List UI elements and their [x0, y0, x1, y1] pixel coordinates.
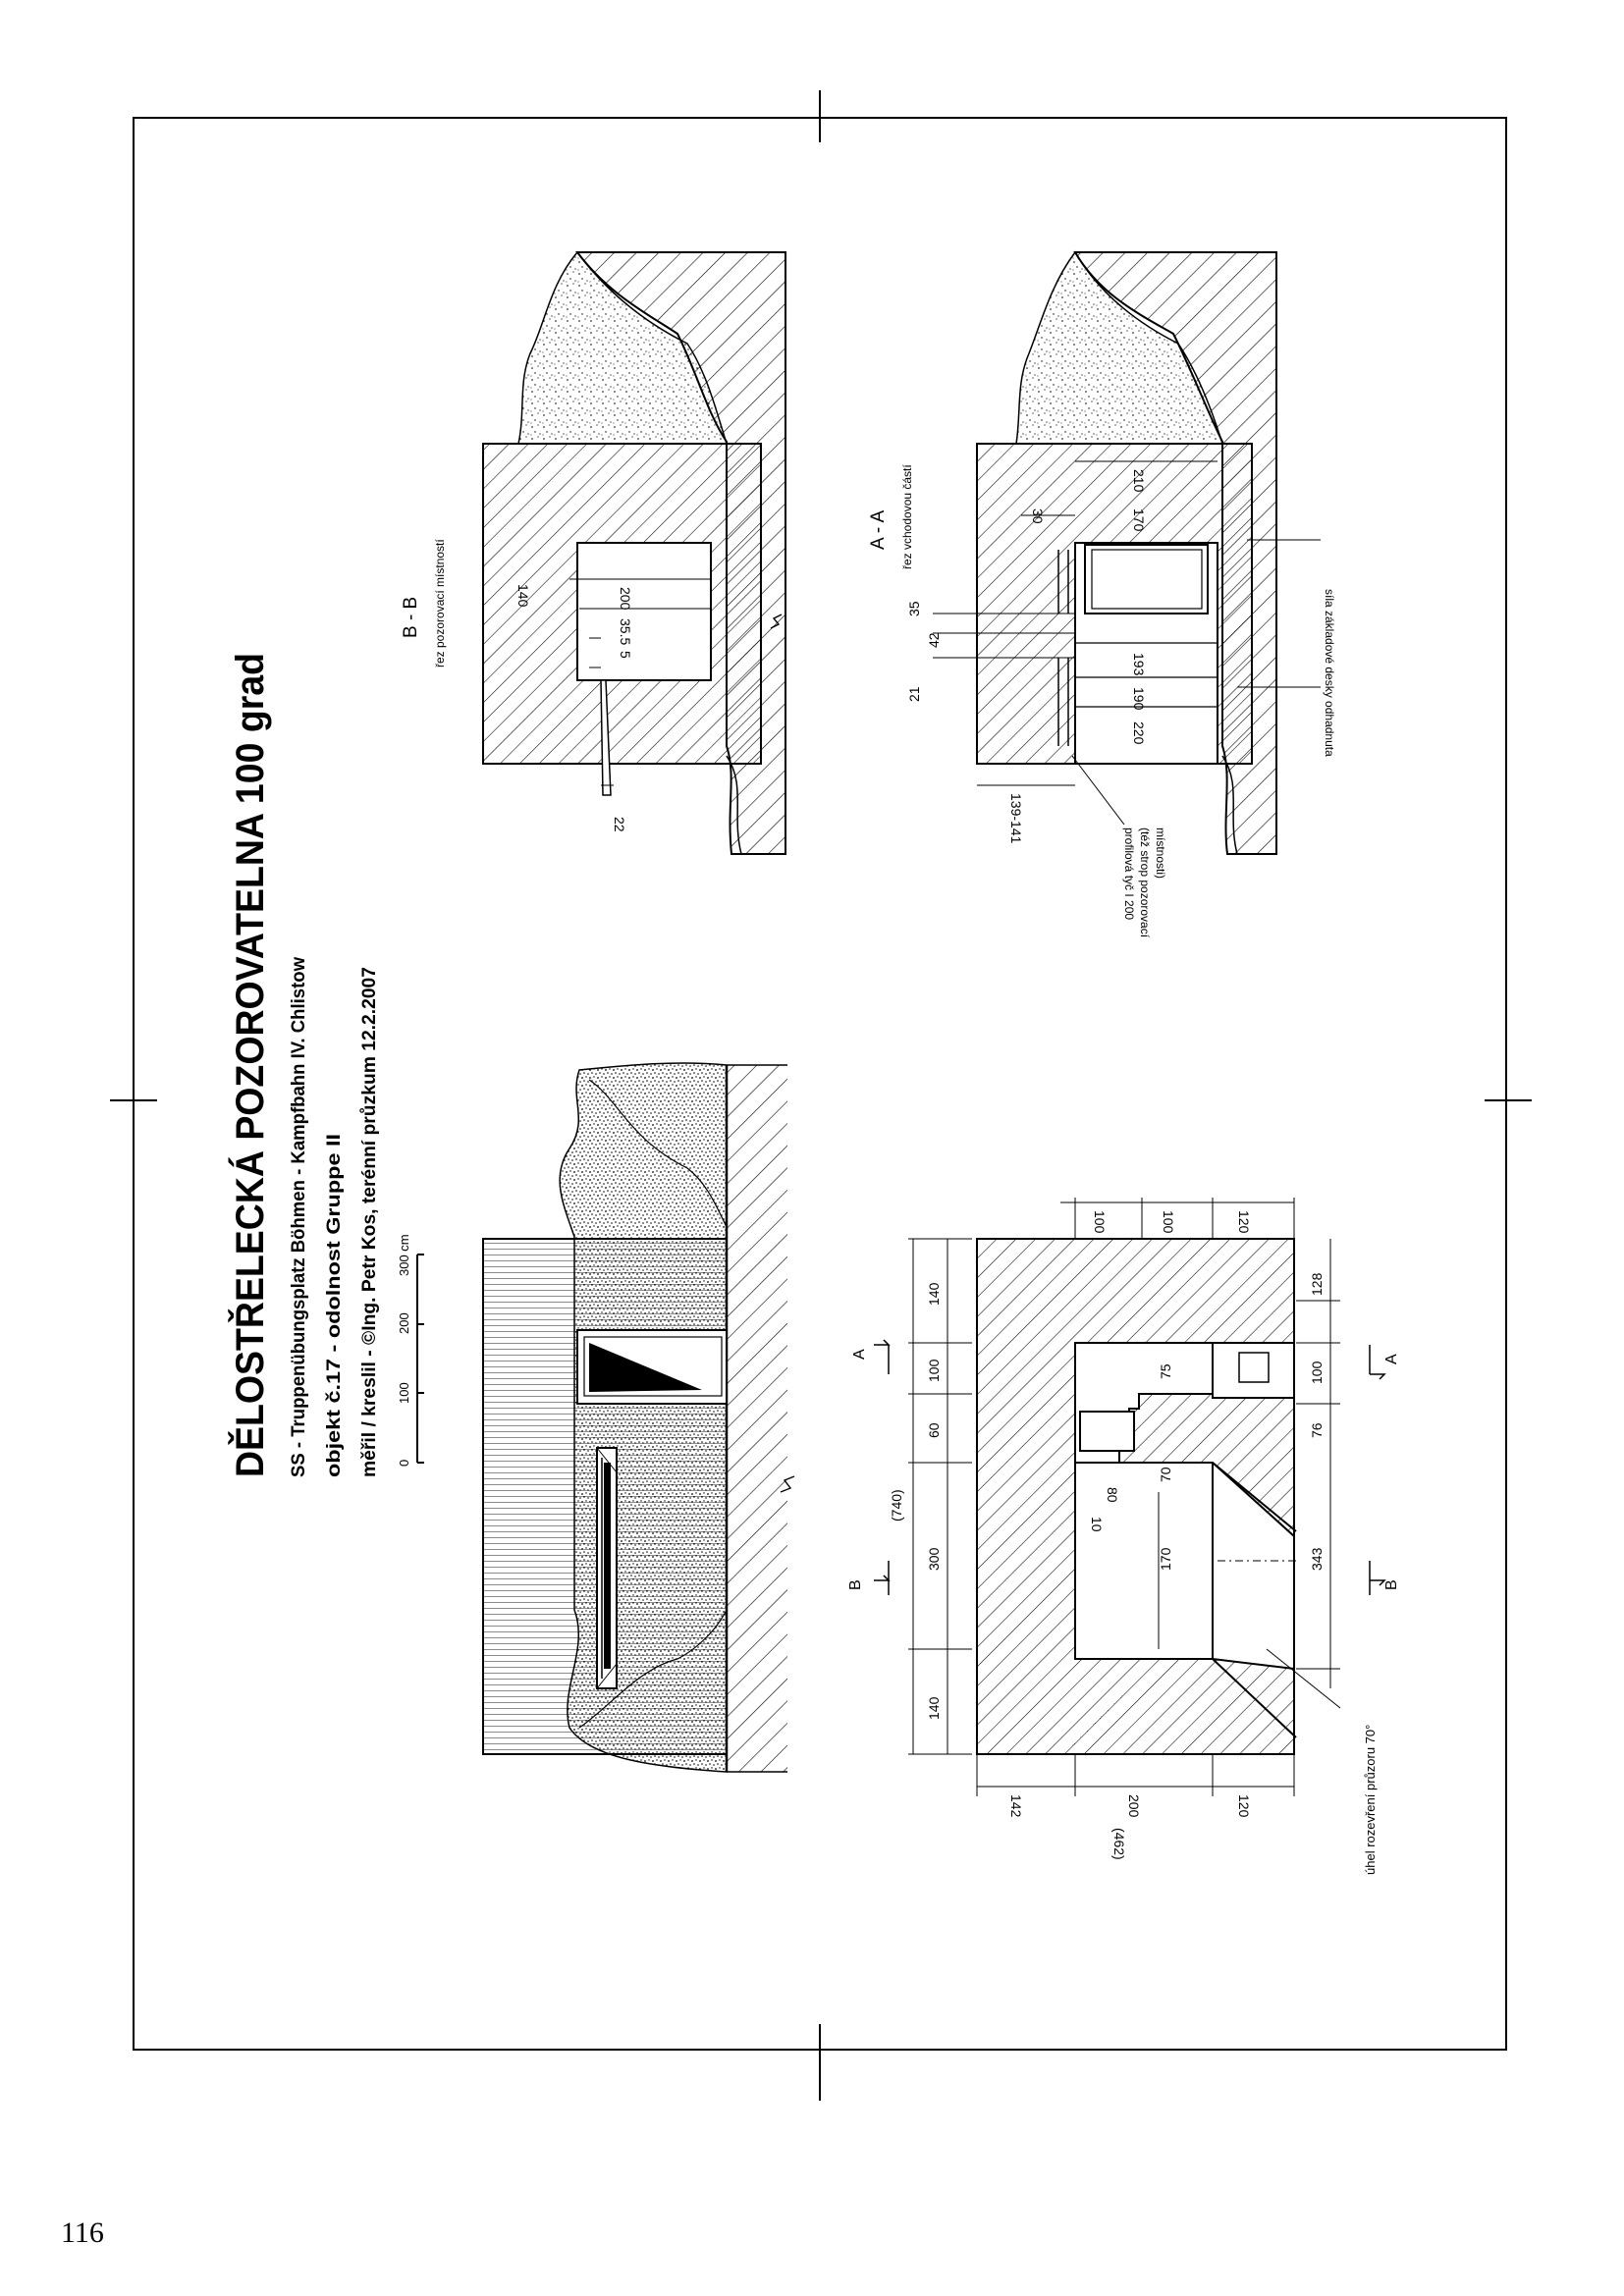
plan-note-angle: úhel rozevření průzoru 70° [1363, 1725, 1378, 1875]
plan-left-overall-462: (462) [1111, 1828, 1127, 1860]
aa-note-beam-2: (též strop pozorovací [1138, 828, 1152, 938]
section-marker-b-top: B [847, 1561, 891, 1595]
section-marker-b-bottom: B [1369, 1561, 1400, 1595]
plan-bottom-dim-343: 343 [1309, 1547, 1325, 1571]
plan-bottom-dim-76: 76 [1309, 1422, 1325, 1438]
plan-inner-dim-170: 170 [1158, 1547, 1173, 1571]
aa-dim-220: 220 [1131, 721, 1147, 745]
plan-view: A A B B 140 300 60 100 [847, 1198, 1400, 1875]
section-aa: A - A řez vchodovou částí 210 30 170 35 … [868, 250, 1336, 938]
plan-left-dim-142: 142 [1008, 1794, 1024, 1818]
info-line-3: měřil / kreslil - ©Ing. Petr Kos, terénn… [359, 967, 380, 1477]
scale-bar: 0 100 200 300 cm [397, 1234, 424, 1467]
plan-top-dim-140b: 140 [926, 1282, 942, 1306]
info-line-2: objekt č.17 - odolnost Gruppe II [324, 1134, 345, 1477]
aa-dim-193: 193 [1131, 653, 1147, 676]
plan-inner-dim-70: 70 [1158, 1467, 1173, 1482]
elevation-view [482, 1062, 795, 1773]
plan-top-dim-100: 100 [926, 1359, 942, 1382]
aa-note-beam-1: profilová tyč I 200 [1122, 828, 1136, 920]
section-marker-a-bottom: A [1369, 1345, 1400, 1380]
aa-dim-170: 170 [1131, 508, 1147, 532]
info-line-1: SS - Truppenübungsplatz Böhmen - Kampfba… [289, 957, 309, 1477]
bb-dim-140: 140 [515, 584, 531, 608]
plan-inner-dim-10: 10 [1089, 1517, 1105, 1532]
sheet-frame [133, 117, 1507, 2051]
bb-dim-200: 200 [618, 587, 633, 611]
plan-inner-dim-80: 80 [1105, 1487, 1120, 1503]
section-bb-subtitle: řez pozorovací místností [433, 539, 447, 667]
scale-tick-0: 0 [397, 1460, 411, 1467]
section-marker-a-top: A [851, 1339, 891, 1374]
svg-text:B: B [847, 1579, 864, 1590]
plan-left-dim-120: 120 [1236, 1794, 1252, 1818]
scale-tick-200: 200 [397, 1312, 411, 1334]
plan-top-dim-140a: 140 [926, 1696, 942, 1720]
plan-top-dim-60: 60 [926, 1422, 942, 1438]
aa-dim-139-141: 139-141 [1008, 793, 1024, 844]
scale-tick-100: 100 [397, 1382, 411, 1404]
section-aa-subtitle: řez vchodovou částí [900, 464, 914, 569]
plan-bottom-dim-128: 128 [1309, 1272, 1325, 1296]
plan-bottom-dim-100: 100 [1309, 1361, 1325, 1384]
plan-right-dim-100a: 100 [1092, 1210, 1108, 1234]
svg-text:A: A [851, 1349, 868, 1360]
bb-dim-5: 5 [618, 651, 633, 659]
aa-dim-210: 210 [1131, 469, 1147, 493]
aa-note-beam-3: místnosti) [1154, 828, 1167, 879]
page-number: 116 [61, 2216, 104, 2249]
drawing-title: DĚLOSTŘELECKÁ POZOROVATELNA 100 grad [227, 653, 272, 1477]
plan-left-dim-200: 200 [1126, 1794, 1142, 1818]
scale-tick-300: 300 cm [397, 1234, 411, 1276]
section-bb: B - B řez pozorovací místností 140 200 3… [401, 250, 786, 855]
aa-dim-30: 30 [1030, 508, 1046, 524]
plan-top-dim-300: 300 [926, 1547, 942, 1571]
aa-dim-42: 42 [926, 632, 942, 648]
aa-dim-190: 190 [1131, 687, 1147, 711]
section-bb-label: B - B [401, 597, 421, 638]
bb-dim-22: 22 [612, 817, 627, 832]
aa-note-slab: síla základové desky odhadnuta [1323, 589, 1336, 757]
bb-dim-35-5: 35.5 [618, 618, 633, 645]
plan-right-dim-120: 120 [1236, 1210, 1252, 1234]
aa-dim-21: 21 [906, 686, 922, 702]
title-block: DĚLOSTŘELECKÁ POZOROVATELNA 100 grad SS … [227, 653, 380, 1477]
plan-overall-740: (740) [889, 1489, 904, 1522]
aa-dim-35: 35 [906, 601, 922, 616]
svg-text:B: B [1383, 1579, 1400, 1590]
svg-text:A: A [1383, 1354, 1400, 1364]
plan-right-dim-100b: 100 [1161, 1210, 1176, 1234]
plan-inner-dim-75: 75 [1158, 1363, 1173, 1379]
section-aa-label: A - A [868, 510, 889, 550]
